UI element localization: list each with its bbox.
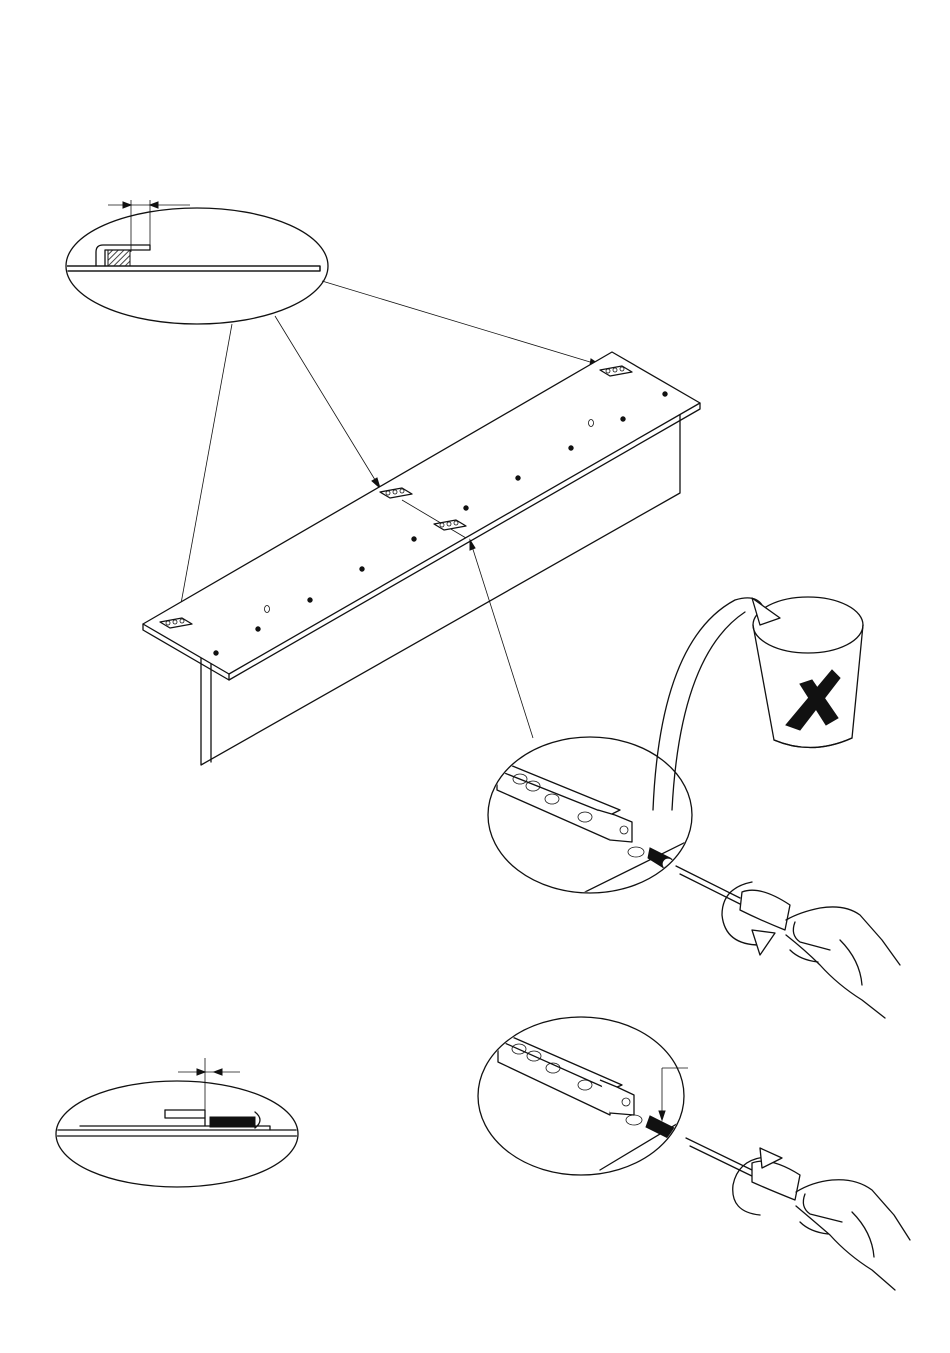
wood-panel (143, 352, 700, 765)
screwdriver-icon (686, 1138, 800, 1200)
detail-ellipse-tightening (478, 1017, 700, 1175)
screwdriver-icon (676, 866, 790, 930)
discard-arrow (653, 598, 780, 810)
detail-ellipse-bottom-left (56, 1058, 300, 1187)
dimension-marker (108, 200, 190, 252)
hand-icon (786, 907, 900, 1018)
dimension-marker (178, 1058, 240, 1110)
detail-ellipse-top (60, 200, 328, 324)
hand-icon (796, 1180, 910, 1290)
detail-ellipse-fitting (488, 737, 700, 893)
